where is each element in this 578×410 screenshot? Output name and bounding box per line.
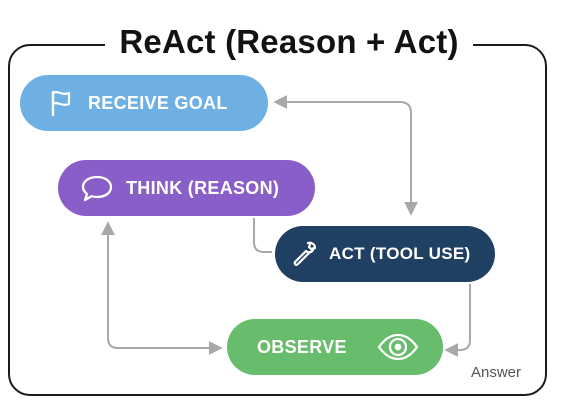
flag-icon <box>48 89 74 117</box>
step-label: RECEIVE GOAL <box>88 92 228 113</box>
connector-think-act <box>253 218 272 253</box>
step-label: OBSERVE <box>257 336 347 357</box>
diagram-title: ReAct (Reason + Act) <box>105 14 473 70</box>
connector-act-observe <box>444 284 471 357</box>
diagram-title-wrap: ReAct (Reason + Act) <box>0 14 578 70</box>
step-label: THINK (REASON) <box>126 177 280 198</box>
step-receive-goal: RECEIVE GOAL <box>20 75 268 131</box>
step-think: THINK (REASON) <box>58 160 315 216</box>
step-label: ACT (TOOL USE) <box>329 244 471 263</box>
eye-icon <box>377 333 419 361</box>
connector-goal-act <box>273 95 418 216</box>
speech-bubble-icon <box>80 173 114 203</box>
step-observe: OBSERVE <box>227 319 443 375</box>
connector-observe-think <box>101 221 223 355</box>
answer-label: Answer <box>471 364 522 381</box>
step-act: ACT (TOOL USE) <box>275 226 495 282</box>
wrench-icon <box>289 239 319 269</box>
